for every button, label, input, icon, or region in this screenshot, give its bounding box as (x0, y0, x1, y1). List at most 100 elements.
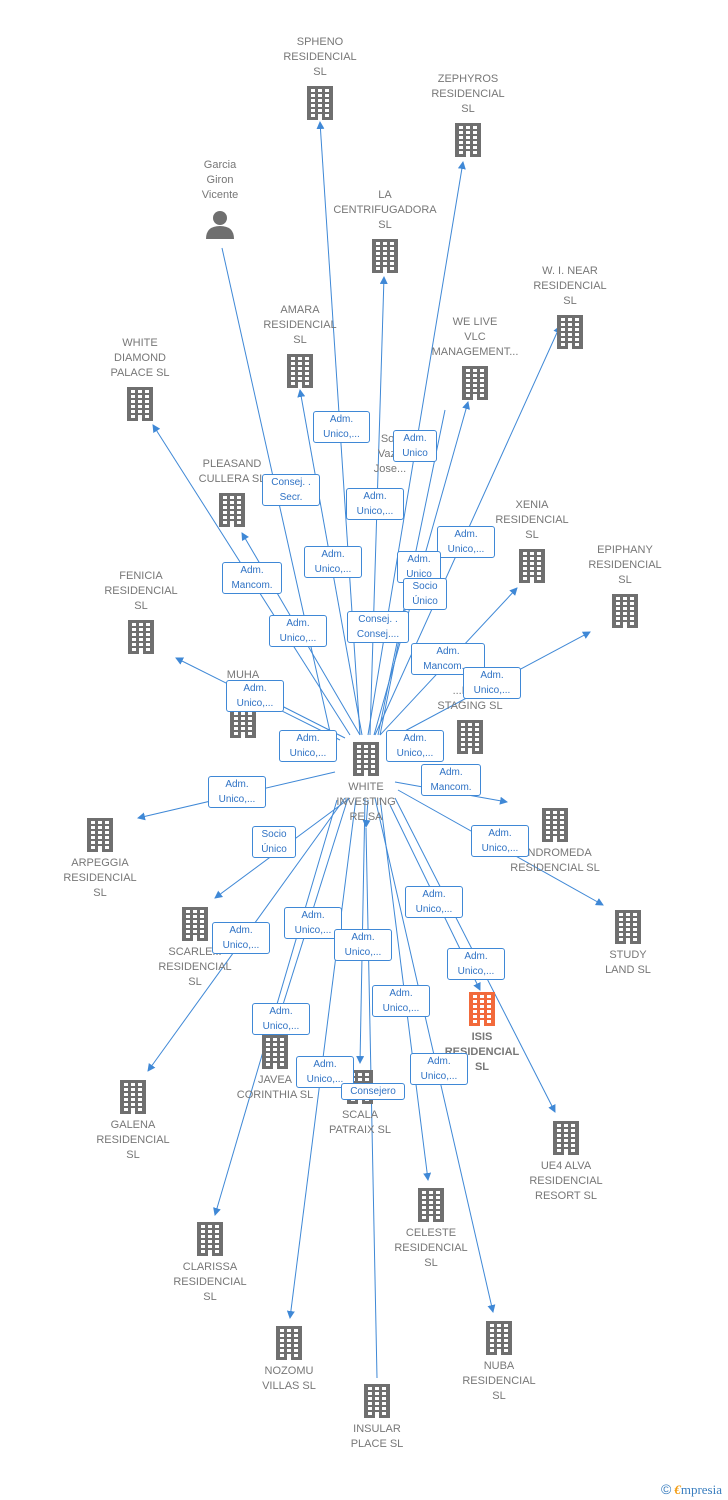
building-icon (553, 1121, 579, 1155)
node-label: FENICIA RESIDENCIAL SL (104, 570, 178, 612)
relation-label[interactable]: Consej. . Secr. (262, 474, 320, 506)
node-epiphany[interactable]: EPIPHANY RESIDENCIAL SL (570, 543, 680, 628)
building-icon (307, 86, 333, 120)
node-celeste[interactable]: CELESTE RESIDENCIAL SL (376, 1188, 486, 1271)
node-label: XENIA RESIDENCIAL SL (495, 499, 569, 541)
node-isis[interactable]: ISIS RESIDENCIAL SL (427, 992, 537, 1075)
relation-label[interactable]: Adm. Unico,... (279, 730, 337, 762)
node-label: ZEPHYROS RESIDENCIAL SL (431, 73, 505, 115)
node-near[interactable]: W. I. NEAR RESIDENCIAL SL (515, 264, 625, 349)
node-label: CELESTE RESIDENCIAL SL (394, 1227, 468, 1269)
building-icon (612, 594, 638, 628)
node-staging[interactable]: ...HO... STAGING SL (415, 684, 525, 754)
building-icon (262, 1035, 288, 1069)
relation-label[interactable]: Consejero (341, 1083, 405, 1100)
node-center[interactable]: WHITE INVESTING RE SA (311, 742, 421, 825)
node-label: PLEASAND CULLERA SL (198, 458, 266, 485)
building-icon (457, 720, 483, 754)
building-icon (120, 1080, 146, 1114)
node-welive[interactable]: WE LIVE VLC MANAGEMENT... (420, 315, 530, 400)
node-label: CLARISSA RESIDENCIAL SL (173, 1261, 247, 1303)
relation-label[interactable]: Adm. Unico,... (334, 929, 392, 961)
node-nozomu[interactable]: NOZOMU VILLAS SL (234, 1326, 344, 1394)
node-label: W. I. NEAR RESIDENCIAL SL (533, 265, 607, 307)
building-icon (542, 808, 568, 842)
building-icon (469, 992, 495, 1026)
relation-label[interactable]: Adm. Unico,... (437, 526, 495, 558)
relation-label[interactable]: Adm. Unico,... (296, 1056, 354, 1088)
node-nuba[interactable]: NUBA RESIDENCIAL SL (444, 1321, 554, 1404)
node-label: WHITE DIAMOND PALACE SL (110, 337, 170, 379)
node-label: JAVEA CORINTHIA SL (236, 1074, 314, 1101)
node-fenicia[interactable]: FENICIA RESIDENCIAL SL (86, 569, 196, 654)
node-label: WE LIVE VLC MANAGEMENT... (431, 316, 519, 358)
node-ue4[interactable]: UE4 ALVA RESIDENCIAL RESORT SL (511, 1121, 621, 1204)
relation-label[interactable]: Adm. Unico,... (208, 776, 266, 808)
node-amara[interactable]: AMARA RESIDENCIAL SL (245, 303, 355, 388)
relation-label[interactable]: Adm. Unico,... (313, 411, 370, 443)
node-label: UE4 ALVA RESIDENCIAL RESORT SL (529, 1160, 603, 1202)
relation-label[interactable]: Adm. Unico,... (405, 886, 463, 918)
node-study[interactable]: STUDY LAND SL (573, 910, 683, 978)
building-icon (127, 387, 153, 421)
relation-label[interactable]: Adm. Mancom. (222, 562, 282, 594)
node-label: WHITE INVESTING RE SA (336, 781, 396, 823)
relation-label[interactable]: Adm. Unico,... (410, 1053, 468, 1085)
node-galena[interactable]: GALENA RESIDENCIAL SL (78, 1080, 188, 1163)
node-zephyros[interactable]: ZEPHYROS RESIDENCIAL SL (413, 72, 523, 157)
building-icon (486, 1321, 512, 1355)
building-icon (462, 366, 488, 400)
node-person[interactable]: Garcia Giron Vicente (165, 158, 275, 239)
relation-label[interactable]: Adm. Unico,... (269, 615, 327, 647)
building-icon (519, 549, 545, 583)
relation-label[interactable]: Adm. Unico,... (386, 730, 444, 762)
node-andromeda[interactable]: ...NDROMEDA RESIDENCIAL SL (500, 808, 610, 876)
relation-label[interactable]: Adm. Unico,... (463, 667, 521, 699)
node-clarissa[interactable]: CLARISSA RESIDENCIAL SL (155, 1222, 265, 1305)
building-icon (418, 1188, 444, 1222)
building-icon (182, 907, 208, 941)
relation-label[interactable]: Socio Único (252, 826, 296, 858)
relation-label[interactable]: Adm. Unico (397, 551, 441, 583)
node-spheno[interactable]: SPHENO RESIDENCIAL SL (265, 35, 375, 120)
node-label: STUDY LAND SL (605, 949, 651, 976)
node-whitediamond[interactable]: WHITE DIAMOND PALACE SL (85, 336, 195, 421)
relation-label[interactable]: Adm. Unico,... (284, 907, 342, 939)
node-label: SPHENO RESIDENCIAL SL (283, 36, 357, 78)
node-label: EPIPHANY RESIDENCIAL SL (588, 544, 662, 586)
relation-label[interactable]: Adm. Unico (393, 430, 437, 462)
building-icon (372, 239, 398, 273)
node-label: AMARA RESIDENCIAL SL (263, 304, 337, 346)
node-pleasand[interactable]: PLEASAND CULLERA SL (177, 457, 287, 527)
relation-label[interactable]: Adm. Unico,... (346, 488, 404, 520)
node-label: LA CENTRIFUGADORA SL (333, 189, 437, 231)
building-icon (276, 1326, 302, 1360)
relation-label[interactable]: Adm. Unico,... (471, 825, 529, 857)
node-xenia[interactable]: XENIA RESIDENCIAL SL (477, 498, 587, 583)
node-insular[interactable]: INSULAR PLACE SL (322, 1384, 432, 1452)
building-icon (197, 1222, 223, 1256)
relation-label[interactable]: Adm. Unico,... (252, 1003, 310, 1035)
node-scarlet[interactable]: SCARLE... RESIDENCIAL SL (140, 907, 250, 990)
node-label: NOZOMU VILLAS SL (262, 1365, 316, 1392)
node-javea[interactable]: JAVEA CORINTHIA SL (220, 1035, 330, 1103)
relation-label[interactable]: Adm. Unico,... (304, 546, 362, 578)
building-icon (353, 742, 379, 776)
node-label: ARPEGGIA RESIDENCIAL SL (63, 857, 137, 899)
relation-label[interactable]: Adm. Unico,... (212, 922, 270, 954)
node-label: SCALA PATRAIX SL (329, 1109, 391, 1136)
node-arpeggia[interactable]: ARPEGGIA RESIDENCIAL SL (45, 818, 155, 901)
node-label: GALENA RESIDENCIAL SL (96, 1119, 170, 1161)
relation-label[interactable]: Consej. . Consej.... (347, 611, 409, 643)
building-icon (128, 620, 154, 654)
building-icon (615, 910, 641, 944)
relation-label[interactable]: Adm. Unico,... (226, 680, 284, 712)
node-centrifugadora[interactable]: LA CENTRIFUGADORA SL (330, 188, 440, 273)
person-icon (206, 211, 234, 239)
relation-label[interactable]: Adm. Unico,... (447, 948, 505, 980)
relation-label[interactable]: Socio Único (403, 578, 447, 610)
relation-label[interactable]: Adm. Unico,... (372, 985, 430, 1017)
relation-label[interactable]: Adm. Mancom. (421, 764, 481, 796)
node-label: ...NDROMEDA RESIDENCIAL SL (510, 847, 600, 874)
building-icon (455, 123, 481, 157)
